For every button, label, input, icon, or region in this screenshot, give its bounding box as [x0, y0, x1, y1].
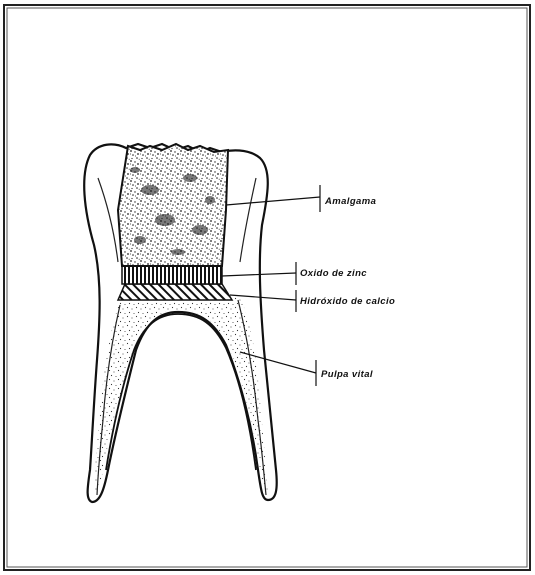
amalgam-filling	[118, 144, 228, 266]
label-zinc-oxide: Oxido de zinc	[300, 268, 367, 279]
label-calcium-hydroxide: Hidróxido de calcio	[300, 296, 395, 307]
label-vital-pulp: Pulpa vital	[321, 369, 373, 380]
label-amalgam: Amalgama	[324, 196, 376, 207]
calcium-hydroxide-layer	[118, 284, 232, 300]
zinc-oxide-layer	[122, 266, 222, 284]
